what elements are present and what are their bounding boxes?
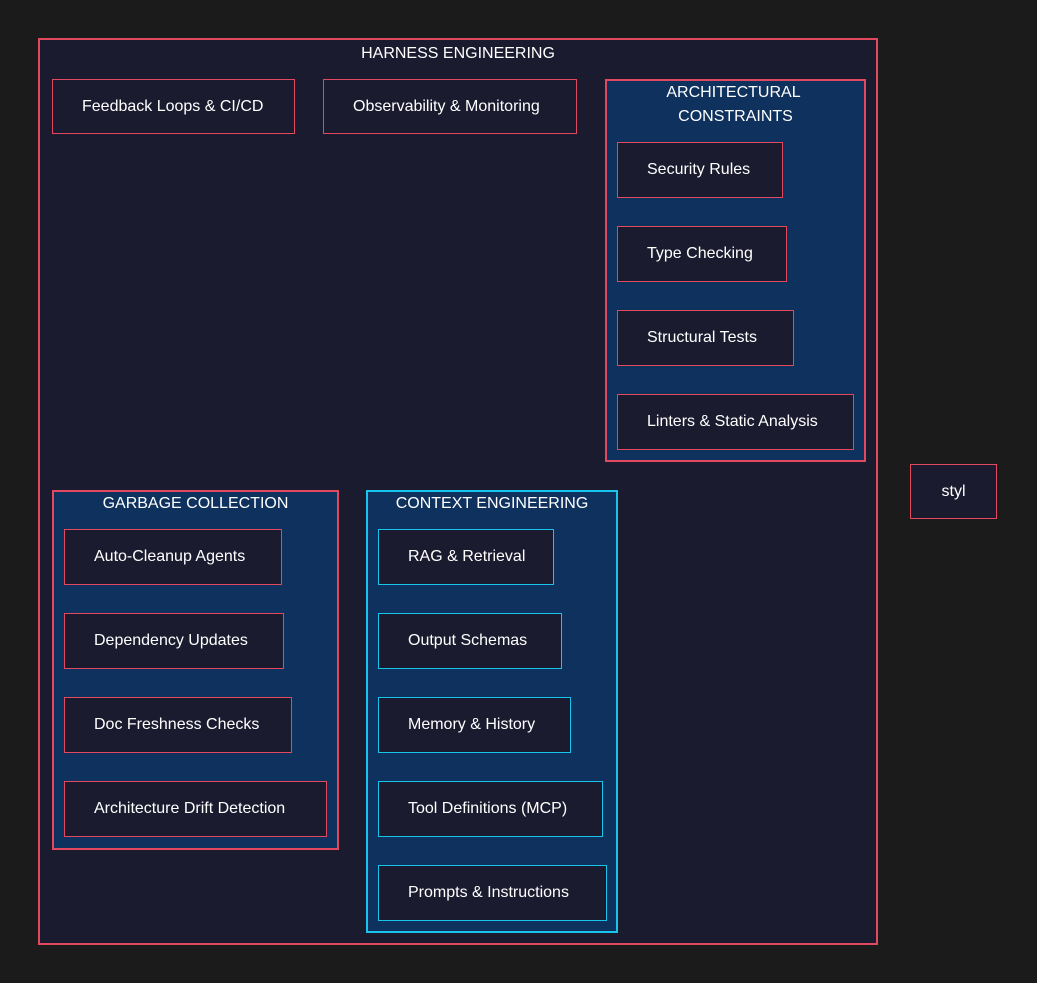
node-auto-cleanup-agents[interactable]: Auto-Cleanup Agents (64, 529, 282, 585)
node-tool-definitions-mcp[interactable]: Tool Definitions (MCP) (378, 781, 603, 837)
node-linters-static-analysis[interactable]: Linters & Static Analysis (617, 394, 854, 450)
node-type-checking[interactable]: Type Checking (617, 226, 787, 282)
harness-engineering-group: HARNESS ENGINEERING Feedback Loops & CI/… (38, 38, 878, 945)
node-dependency-updates[interactable]: Dependency Updates (64, 613, 284, 669)
node-doc-freshness-checks[interactable]: Doc Freshness Checks (64, 697, 292, 753)
node-structural-tests[interactable]: Structural Tests (617, 310, 794, 366)
node-observability[interactable]: Observability & Monitoring (323, 79, 577, 134)
architectural-constraints-title-line2: CONSTRAINTS (678, 108, 793, 125)
context-engineering-title: CONTEXT ENGINEERING (395, 495, 589, 512)
node-architecture-drift-detection[interactable]: Architecture Drift Detection (64, 781, 327, 837)
context-engineering-group: CONTEXT ENGINEERING RAG & Retrieval Outp… (366, 490, 618, 933)
node-security-rules[interactable]: Security Rules (617, 142, 783, 198)
node-feedback-loops[interactable]: Feedback Loops & CI/CD (52, 79, 295, 134)
garbage-collection-title: GARBAGE COLLECTION (102, 495, 289, 512)
node-styl[interactable]: styl (910, 464, 997, 519)
node-memory-history[interactable]: Memory & History (378, 697, 571, 753)
node-output-schemas[interactable]: Output Schemas (378, 613, 562, 669)
garbage-collection-group: GARBAGE COLLECTION Auto-Cleanup Agents D… (52, 490, 339, 850)
architectural-constraints-title-line1: ARCHITECTURAL (666, 84, 801, 101)
node-rag-retrieval[interactable]: RAG & Retrieval (378, 529, 554, 585)
node-prompts-instructions[interactable]: Prompts & Instructions (378, 865, 607, 921)
harness-engineering-title: HARNESS ENGINEERING (361, 45, 555, 62)
architectural-constraints-group: ARCHITECTURAL CONSTRAINTS Security Rules… (605, 79, 866, 462)
